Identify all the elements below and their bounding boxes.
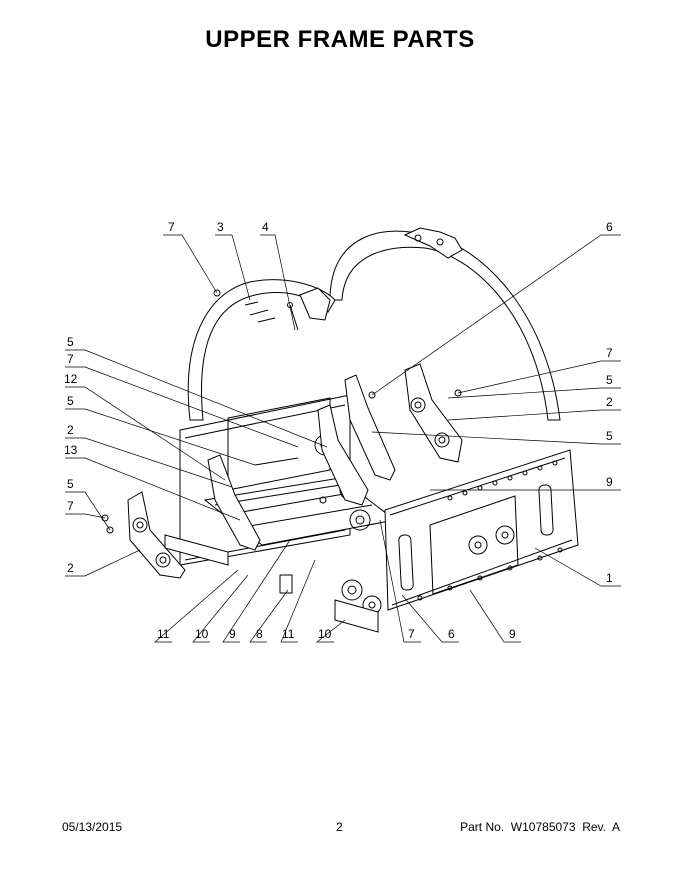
callout-5: 5: [67, 477, 74, 491]
callout-6: 6: [606, 220, 613, 234]
leader-lines: [65, 234, 621, 643]
footer-part-number: Part No. W10785073 Rev. A: [460, 820, 620, 834]
callout-9: 9: [509, 627, 516, 641]
callout-7: 7: [606, 346, 613, 360]
callout-9: 9: [606, 475, 613, 489]
callout-9: 9: [229, 627, 236, 641]
callout-2: 2: [67, 561, 74, 575]
callout-5: 5: [606, 429, 613, 443]
callout-5: 5: [67, 335, 74, 349]
callout-2: 2: [606, 395, 613, 409]
callout-11: 11: [157, 627, 170, 641]
callout-5: 5: [606, 373, 613, 387]
callout-3: 3: [217, 220, 224, 234]
callout-4: 4: [262, 220, 269, 234]
page-title: UPPER FRAME PARTS: [205, 26, 475, 53]
footer-date: 05/13/2015: [62, 820, 123, 834]
callout-labels: 7 3 4 6 5 7 12 5 2 13 5 7 2 7 5 2 5 9 1 …: [64, 220, 613, 641]
callout-12: 12: [64, 372, 78, 386]
callout-7: 7: [168, 220, 175, 234]
callout-6: 6: [448, 627, 455, 641]
callout-5: 5: [67, 394, 74, 408]
callout-11: 11: [282, 627, 295, 641]
callout-2: 2: [67, 423, 74, 437]
callout-8: 8: [256, 627, 263, 641]
callout-1: 1: [606, 571, 613, 585]
callout-10: 10: [195, 627, 209, 641]
callout-13: 13: [64, 443, 78, 457]
callout-7: 7: [67, 352, 74, 366]
callout-7: 7: [67, 499, 74, 513]
callout-10: 10: [318, 627, 332, 641]
frame-drawing: [101, 227, 579, 633]
footer-page-number: 2: [336, 820, 343, 834]
callout-7: 7: [408, 627, 415, 641]
